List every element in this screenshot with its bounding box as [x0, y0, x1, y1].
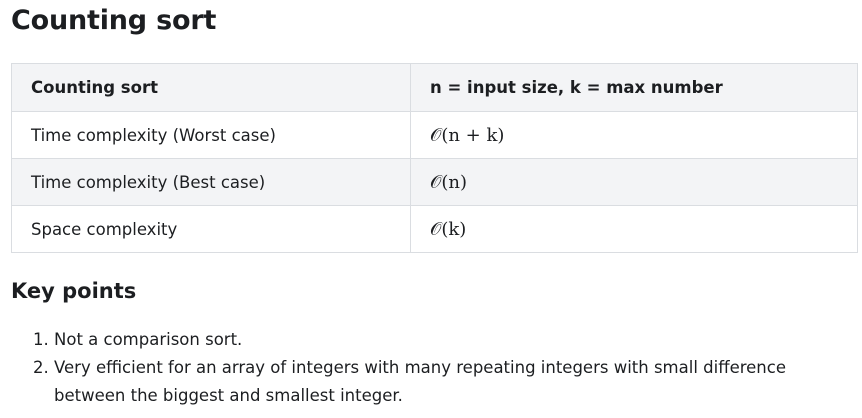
complexity-table: Counting sort n = input size, k = max nu…	[11, 63, 858, 253]
table-row: Space complexity 𝒪(k)	[11, 205, 858, 253]
table-row: Time complexity (Worst case) 𝒪(n + k)	[11, 111, 858, 159]
list-item: Not a comparison sort.	[54, 326, 844, 354]
table-cell-label: Time complexity (Worst case)	[11, 111, 411, 159]
table-header-row: Counting sort n = input size, k = max nu…	[11, 63, 858, 112]
table-cell-label: Time complexity (Best case)	[11, 158, 411, 206]
table-header-cell: Counting sort	[11, 63, 411, 112]
list-item: Very efficient for an array of integers …	[54, 354, 844, 410]
table-cell-complexity: 𝒪(k)	[410, 205, 858, 253]
table-cell-complexity: 𝒪(n + k)	[410, 111, 858, 159]
key-points-list: Not a comparison sort. Very efficient fo…	[54, 326, 844, 410]
page-title: Counting sort	[11, 5, 217, 36]
key-points-heading: Key points	[11, 279, 137, 303]
table-row: Time complexity (Best case) 𝒪(n)	[11, 158, 858, 206]
table-header-cell: n = input size, k = max number	[410, 63, 858, 112]
table-cell-complexity: 𝒪(n)	[410, 158, 858, 206]
table-cell-label: Space complexity	[11, 205, 411, 253]
